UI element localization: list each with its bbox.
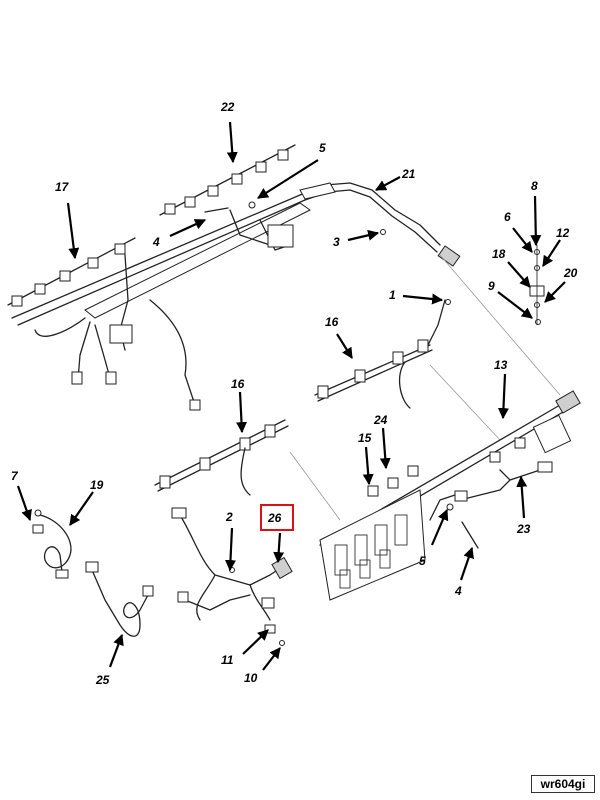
harness-19 bbox=[32, 509, 72, 579]
callout-17: 17 bbox=[55, 180, 70, 194]
nut-5-upper bbox=[248, 201, 256, 209]
callout-1: 1 bbox=[389, 288, 396, 302]
callout-labels: 22 5 21 17 4 3 8 6 12 18 20 9 1 16 16 13… bbox=[11, 100, 578, 687]
callout-23: 23 bbox=[516, 522, 531, 536]
bolt-3 bbox=[380, 229, 386, 235]
callout-22: 22 bbox=[220, 100, 235, 114]
callout-10: 10 bbox=[244, 671, 258, 685]
callout-5-lower: 5 bbox=[419, 554, 426, 568]
callout-9: 9 bbox=[488, 279, 495, 293]
callout-arrows bbox=[16, 121, 566, 671]
connector-parts-stack bbox=[529, 245, 545, 325]
callout-8: 8 bbox=[531, 179, 538, 193]
callout-26-highlight bbox=[260, 504, 294, 531]
figure-reference-tag: wr604gi bbox=[531, 775, 595, 793]
callout-3: 3 bbox=[333, 235, 340, 249]
callout-7: 7 bbox=[11, 469, 19, 483]
callout-18: 18 bbox=[492, 247, 506, 261]
callout-24: 24 bbox=[373, 413, 388, 427]
callout-25: 25 bbox=[95, 673, 110, 687]
callout-2: 2 bbox=[225, 510, 233, 524]
sensor-harness-26 bbox=[171, 507, 293, 646]
callout-4-upper: 4 bbox=[152, 235, 160, 249]
callout-16-upper: 16 bbox=[325, 315, 339, 329]
injector-harness-lower-16 bbox=[154, 419, 289, 496]
callout-4-lower: 4 bbox=[454, 584, 462, 598]
callout-19: 19 bbox=[90, 478, 104, 492]
callout-15: 15 bbox=[358, 431, 372, 445]
harness-25 bbox=[85, 561, 154, 637]
callout-13: 13 bbox=[494, 358, 508, 372]
callout-5-upper: 5 bbox=[319, 141, 326, 155]
callout-20: 20 bbox=[563, 266, 578, 280]
lower-main-harness bbox=[319, 390, 581, 601]
injector-harness-upper-16 bbox=[314, 299, 446, 409]
upper-engine-harness bbox=[7, 144, 461, 411]
bolt-4-upper bbox=[204, 207, 229, 213]
bolt-1 bbox=[445, 299, 451, 305]
callout-26: 26 bbox=[267, 511, 282, 525]
callout-12: 12 bbox=[556, 226, 570, 240]
callout-16-lower: 16 bbox=[231, 377, 245, 391]
callout-6: 6 bbox=[504, 210, 511, 224]
callout-11: 11 bbox=[221, 653, 234, 667]
callout-21: 21 bbox=[401, 167, 416, 181]
